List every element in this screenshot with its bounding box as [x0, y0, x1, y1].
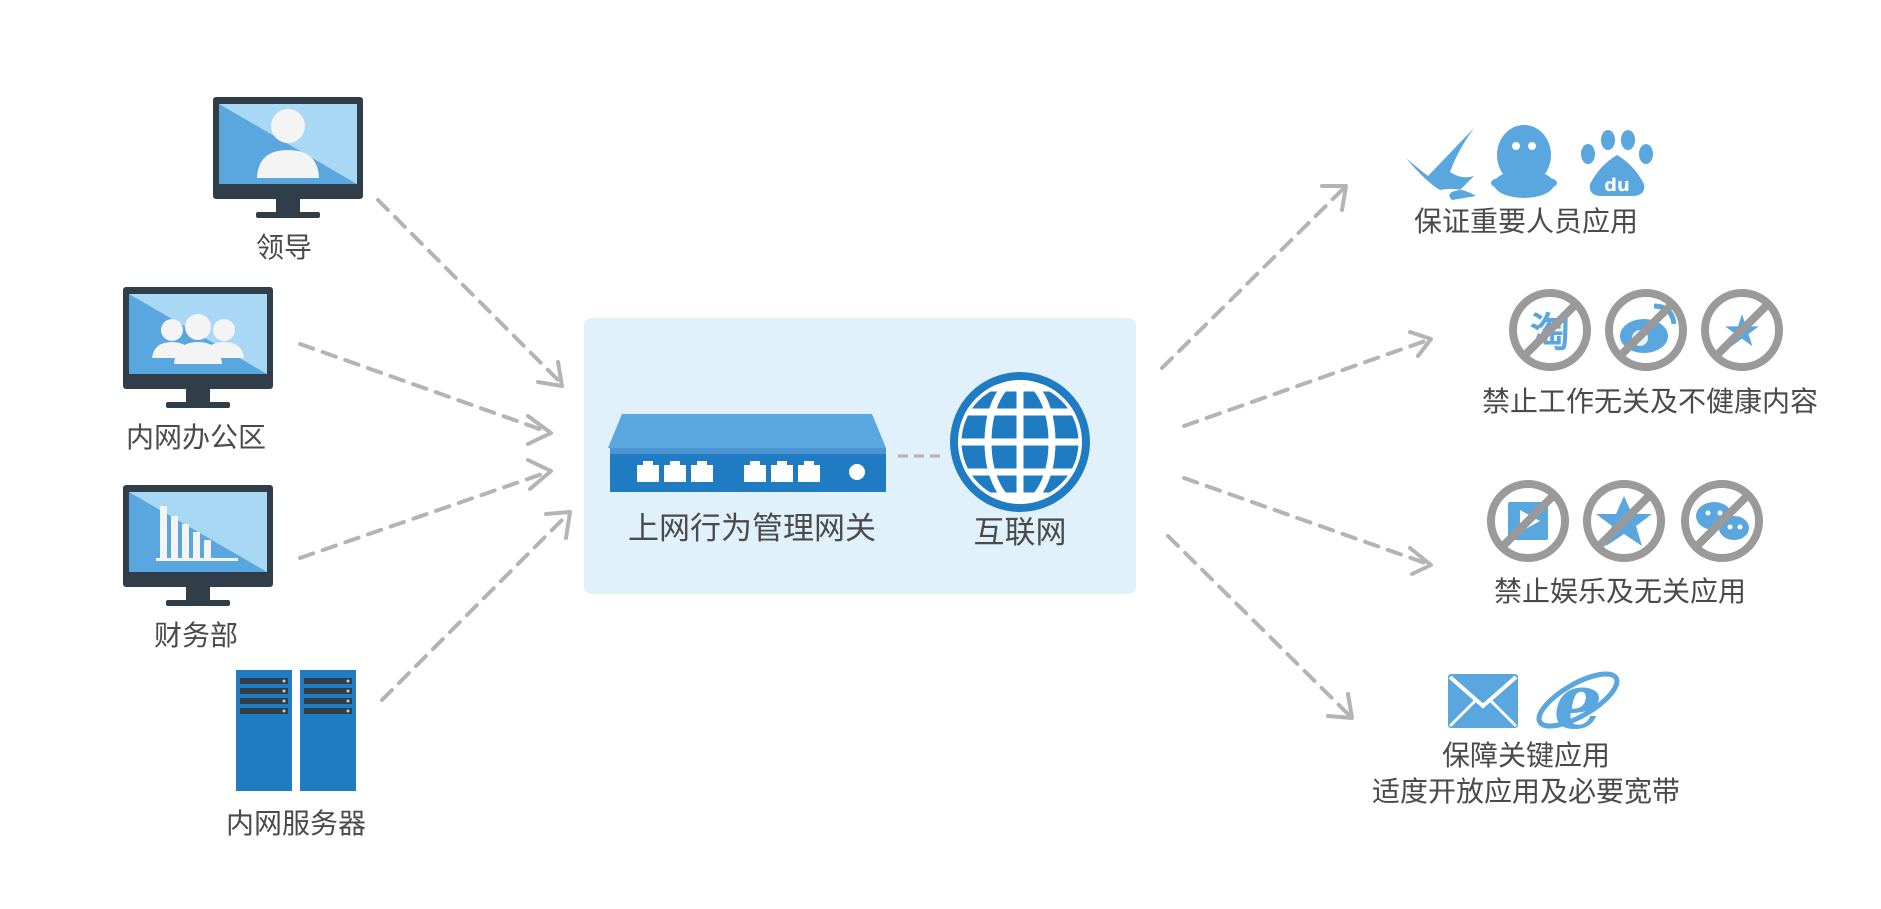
source-label-office: 内网办公区 — [125, 421, 267, 454]
arrowhead-block-entertainment — [1408, 546, 1433, 576]
arrowhead-leader — [536, 360, 564, 388]
mail-icon — [1448, 674, 1518, 728]
bar-chart-monitor-icon — [123, 485, 273, 606]
single-user-monitor-icon — [213, 97, 363, 218]
arrowhead-priority — [1320, 184, 1348, 212]
arrow-servers — [380, 512, 570, 702]
arrowhead-servers — [544, 510, 572, 540]
arrow-priority — [1160, 186, 1346, 370]
arrowhead-finance — [526, 458, 553, 491]
group-users-monitor-icon — [123, 287, 273, 408]
fetion-icon — [1583, 480, 1665, 562]
weibo-icon — [1605, 289, 1687, 371]
source-label-finance: 财务部 — [153, 619, 239, 652]
arrow-block-unhealthy — [1182, 338, 1430, 428]
arrow-finance — [298, 470, 550, 560]
policy-label-priority: 保证重要人员应用 — [1413, 205, 1639, 238]
arrow-block-entertainment — [1182, 476, 1430, 566]
arrowhead-key-apps — [1326, 692, 1354, 720]
source-label-servers: 内网服务器 — [225, 807, 367, 840]
star-icon: ★ — [1701, 289, 1783, 371]
baidu-glyph: du — [1604, 175, 1630, 196]
gateway-device-label: 上网行为管理网关 — [628, 511, 876, 547]
arrowhead-office — [526, 414, 553, 446]
ie-glyph: e — [1554, 657, 1602, 746]
policy-label-block-unhealthy: 禁止工作无关及不健康内容 — [1481, 385, 1819, 418]
internet-label: 互联网 — [973, 515, 1067, 551]
source-label-leader: 领导 — [255, 231, 313, 264]
baidu-paw-icon: du — [1581, 130, 1653, 196]
video-player-icon — [1487, 480, 1569, 562]
taobao-icon: 淘 — [1509, 289, 1591, 371]
policy-label-key-apps-line1: 保障关键应用 — [1441, 739, 1611, 772]
ie-browser-icon: e — [1536, 657, 1620, 746]
arrow-leader — [376, 198, 562, 384]
arrow-office — [298, 342, 550, 434]
qq-penguin-icon — [1491, 125, 1557, 198]
policy-label-key-apps-line2: 适度开放应用及必要宽带 — [1371, 775, 1681, 808]
arrow-key-apps — [1166, 534, 1352, 718]
network-switch-icon — [608, 414, 886, 492]
globe-icon — [950, 372, 1090, 512]
wechat-icon — [1681, 480, 1763, 562]
server-rack-icon — [236, 670, 356, 791]
policy-label-block-entertainment: 禁止娱乐及无关应用 — [1493, 575, 1747, 608]
arrowhead-block-unhealthy — [1408, 330, 1433, 358]
bird-icon — [1406, 128, 1476, 200]
